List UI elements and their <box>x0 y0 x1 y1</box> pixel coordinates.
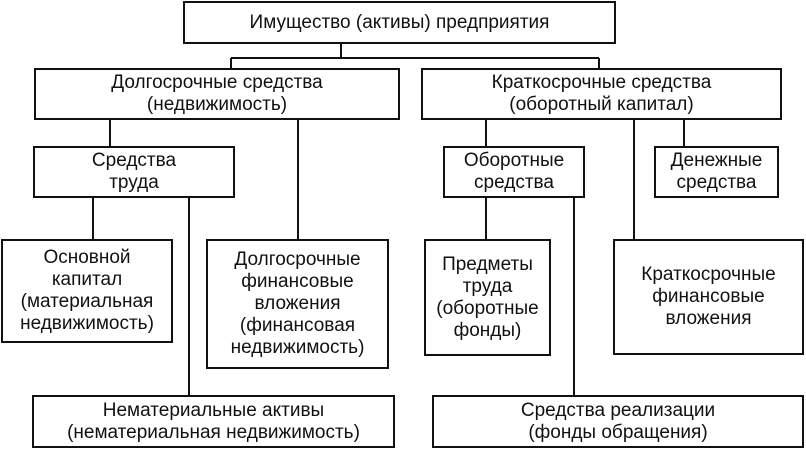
sales-means-box: Средства реализации (фонды обращения) <box>432 395 804 448</box>
root-box: Имущество (активы) предприятия <box>183 1 616 44</box>
objects-of-labor-box: Предметы труда (оборотные фонды) <box>424 239 551 356</box>
working-assets-box: Оборотные средства <box>443 146 585 198</box>
long-term-box: Долгосрочные средства (недвижимость) <box>34 68 400 120</box>
lt-investments-box: Долгосрочные финансовые вложения (финанс… <box>206 239 389 369</box>
fixed-capital-box: Основной капитал (материальная недвижимо… <box>1 239 173 343</box>
means-of-labor-box: Средства труда <box>33 146 235 198</box>
intangibles-box: Нематериальные активы (нематериальная не… <box>32 395 395 448</box>
short-term-box: Краткосрочные средства (оборотный капита… <box>421 68 782 120</box>
st-investments-box: Краткосрочные финансовые вложения <box>613 239 804 355</box>
cash-box: Денежные средства <box>654 146 779 198</box>
